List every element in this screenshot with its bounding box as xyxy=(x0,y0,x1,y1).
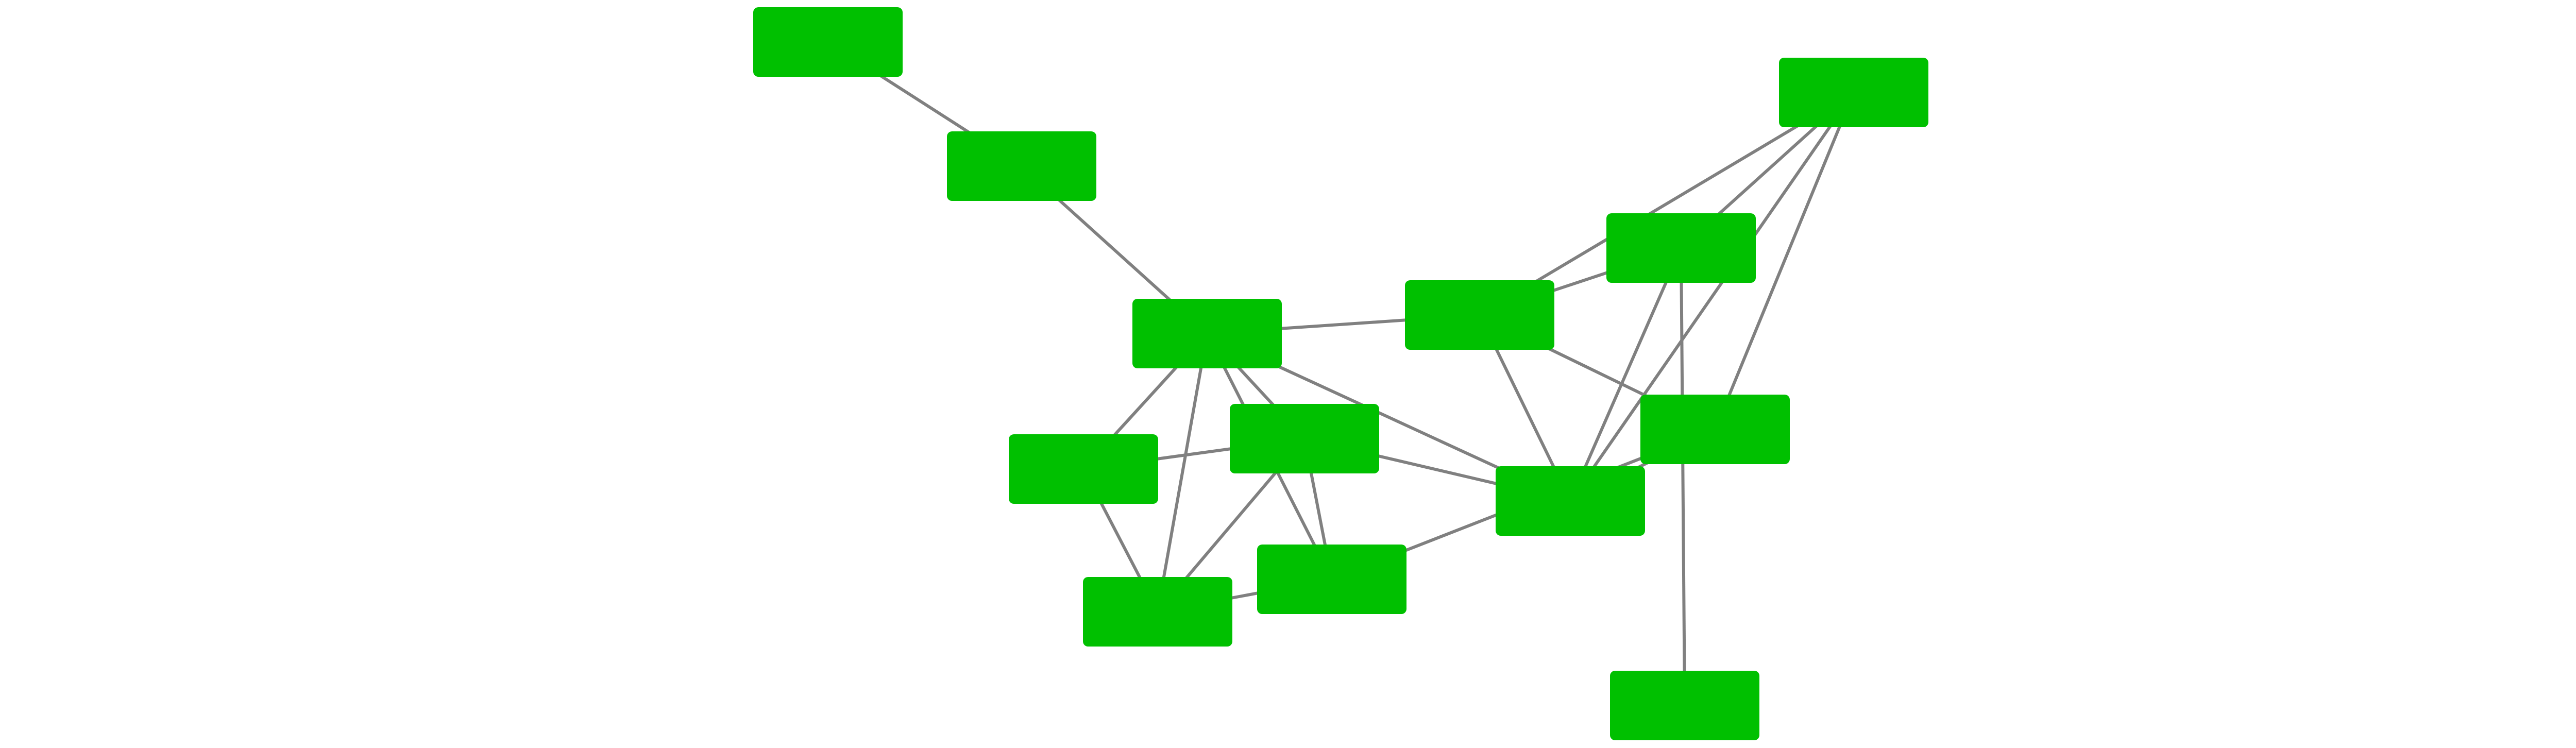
node-n5[interactable] xyxy=(1009,434,1158,504)
node-box[interactable] xyxy=(947,131,1096,201)
node-n11[interactable] xyxy=(1640,395,1790,464)
node-n4[interactable] xyxy=(1405,280,1554,350)
edge-n10-n13 xyxy=(1680,248,1686,706)
edge-n9-n12 xyxy=(1569,91,1855,502)
node-box[interactable] xyxy=(1132,299,1282,368)
edge-n4-n12 xyxy=(1479,91,1855,317)
node-box[interactable] xyxy=(1610,671,1759,740)
node-n10[interactable] xyxy=(1606,213,1756,283)
node-box[interactable] xyxy=(1496,466,1645,536)
node-n1[interactable] xyxy=(753,7,903,77)
node-box[interactable] xyxy=(1640,395,1790,464)
node-box[interactable] xyxy=(1009,434,1158,504)
edge-n9-n10 xyxy=(1569,247,1683,502)
node-n7[interactable] xyxy=(1083,577,1232,647)
node-box[interactable] xyxy=(1779,58,1928,127)
edge-n11-n12 xyxy=(1714,92,1855,430)
node-n2[interactable] xyxy=(947,131,1096,201)
node-box[interactable] xyxy=(753,7,903,77)
node-box[interactable] xyxy=(1606,213,1756,283)
node-n8[interactable] xyxy=(1257,545,1406,614)
node-box[interactable] xyxy=(1230,404,1379,473)
nodes-layer xyxy=(753,7,1928,740)
edge-n3-n7 xyxy=(1156,333,1209,613)
node-n3[interactable] xyxy=(1132,299,1282,368)
node-n6[interactable] xyxy=(1230,404,1379,473)
node-n13[interactable] xyxy=(1610,671,1759,740)
node-box[interactable] xyxy=(1257,545,1406,614)
node-n9[interactable] xyxy=(1496,466,1645,536)
node-n12[interactable] xyxy=(1779,58,1928,127)
node-box[interactable] xyxy=(1083,577,1232,647)
node-box[interactable] xyxy=(1405,280,1554,350)
